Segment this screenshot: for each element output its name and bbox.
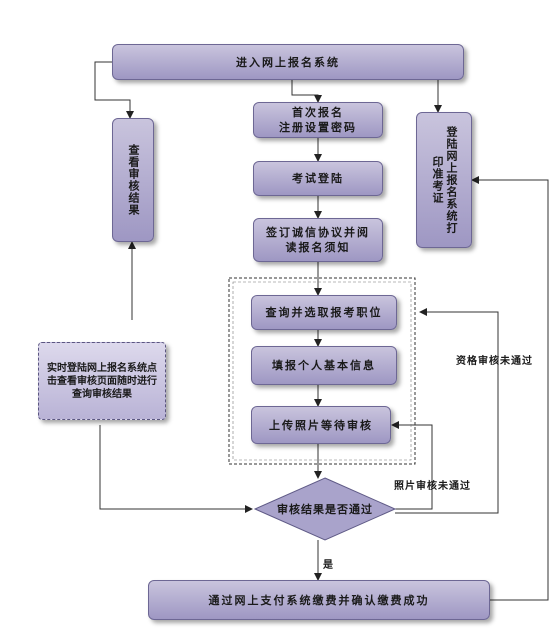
review-decision-diamond <box>253 477 397 541</box>
enter-system-node: 进入网上报名系统 <box>112 44 464 80</box>
fill-info-label: 填报个人基本信息 <box>272 359 376 372</box>
arrow-qualification-fail-loop <box>395 308 499 514</box>
query-position-label: 查询并选取报考职位 <box>265 306 383 319</box>
upload-group-boundary <box>228 277 416 465</box>
exam-login-node: 考试登陆 <box>253 161 383 196</box>
arrow-pay-to-print <box>471 176 549 601</box>
sign-agreement-label: 签订诚信协议并阅读报名须知 <box>266 226 370 254</box>
review-decision-label: 审核结果是否通过 <box>277 503 373 516</box>
print-ticket-label: 登陆网上报名系统打印准考证 <box>431 126 458 234</box>
realtime-query-note: 实时登陆网上报名系统点击查看审核页面随时进行查询审核结果 <box>38 342 166 420</box>
arrow-enter-to-view-result <box>94 61 134 119</box>
view-result-label: 查看审核结果 <box>127 144 140 216</box>
arrow-enter-to-register <box>291 80 322 103</box>
realtime-query-note-text: 实时登陆网上报名系统点击查看审核页面随时进行查询审核结果 <box>47 362 157 400</box>
qualification-fail-label: 资格审核未通过 <box>456 356 533 367</box>
upload-photo-node: 上传照片等待审核 <box>251 406 391 444</box>
fill-info-node: 填报个人基本信息 <box>251 346 397 385</box>
first-register-label: 首次报名 注册设置密码 <box>279 106 357 134</box>
pay-node: 通过网上支付系统缴费并确认缴费成功 <box>148 580 490 620</box>
exam-login-label: 考试登陆 <box>292 172 344 185</box>
yes-label: 是 <box>323 560 334 571</box>
first-register-node: 首次报名 注册设置密码 <box>253 102 383 138</box>
arrow-note-to-decision <box>99 425 253 513</box>
photo-fail-label: 照片审核未通过 <box>394 481 471 492</box>
print-ticket-node: 登陆网上报名系统打印准考证 <box>416 112 472 248</box>
sign-agreement-node: 签订诚信协议并阅读报名须知 <box>253 218 383 262</box>
upload-photo-label: 上传照片等待审核 <box>269 418 373 432</box>
arrow-photo-fail-loop <box>388 421 433 510</box>
view-result-node: 查看审核结果 <box>112 118 154 242</box>
query-position-node: 查询并选取报考职位 <box>251 295 397 330</box>
enter-system-label: 进入网上报名系统 <box>236 55 340 69</box>
pay-label: 通过网上支付系统缴费并确认缴费成功 <box>208 593 430 607</box>
